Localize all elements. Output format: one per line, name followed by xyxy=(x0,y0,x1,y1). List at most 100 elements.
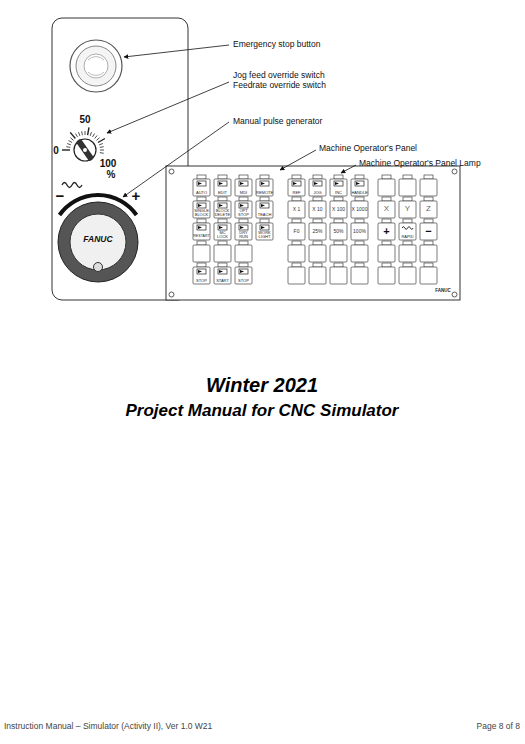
panel-key-frame xyxy=(235,219,252,240)
panel-key xyxy=(214,201,231,218)
panel-lamp xyxy=(260,197,269,201)
key-icon xyxy=(334,181,343,186)
panel-key-frame xyxy=(330,197,347,218)
panel-key: JOG xyxy=(309,179,326,196)
key-icon xyxy=(313,181,322,186)
panel-key xyxy=(193,267,210,284)
panel-lamp xyxy=(355,175,364,179)
panel-lamp xyxy=(424,197,433,201)
panel-key-frame xyxy=(288,241,305,262)
panel-key xyxy=(378,223,395,240)
key-icon xyxy=(239,269,248,274)
panel-key: X 1 xyxy=(288,201,305,218)
panel-key-frame xyxy=(193,175,210,196)
panel-key-frame xyxy=(378,263,395,284)
leader-lines xyxy=(341,165,356,173)
panel-lamp xyxy=(424,241,433,245)
dial-tick xyxy=(70,138,73,141)
panel-lamp xyxy=(292,175,301,179)
panel-key: F0 xyxy=(288,223,305,240)
key-icon xyxy=(261,182,265,185)
dial-tick xyxy=(81,131,83,135)
panel-lamp xyxy=(313,175,322,179)
panel-key xyxy=(420,267,437,284)
dial-tick xyxy=(90,132,91,136)
key-legend: EDIT xyxy=(214,191,231,195)
key-legend: X 1 xyxy=(288,207,305,212)
panel-marking: 100 xyxy=(100,158,117,170)
panel-key-frame xyxy=(399,175,416,196)
panel-key: START xyxy=(214,267,231,284)
panel-key-frame xyxy=(235,197,252,218)
operator-panel xyxy=(169,292,174,297)
emergency-stop xyxy=(76,46,116,86)
panel-key: X 100 xyxy=(330,201,347,218)
leader-lines xyxy=(107,82,229,133)
callout-label: Emergency stop button xyxy=(233,40,320,50)
key-icon xyxy=(334,181,343,186)
panel-key-frame xyxy=(214,175,231,196)
panel-key-frame xyxy=(235,263,252,284)
key-legend: REF xyxy=(288,191,305,195)
key-legend: + xyxy=(378,226,395,238)
callout-label: Machine Operator's Panel xyxy=(319,144,417,154)
panel-lamp xyxy=(424,263,433,267)
panel-key xyxy=(351,179,368,196)
panel-key xyxy=(193,201,210,218)
panel-key: Y xyxy=(399,201,416,218)
panel-marking: 50 xyxy=(79,114,90,126)
key-icon xyxy=(218,269,227,274)
key-icon xyxy=(219,270,223,273)
panel-key: REF xyxy=(288,179,305,196)
key-legend: X 100 xyxy=(330,207,347,212)
handwheel xyxy=(58,202,138,282)
panel-key xyxy=(378,267,395,284)
panel-key xyxy=(399,267,416,284)
panel-lamp xyxy=(239,175,248,179)
key-legend: REMOTE xyxy=(256,191,273,195)
panel-lamp xyxy=(334,219,343,223)
key-icon xyxy=(240,270,244,273)
dial-tick xyxy=(96,138,99,141)
operator-panel xyxy=(166,166,460,300)
panel-lamp xyxy=(355,219,364,223)
key-icon xyxy=(260,225,269,230)
panel-key: AUTO xyxy=(193,179,210,196)
panel-key xyxy=(378,201,395,218)
key-legend: RESTART xyxy=(193,235,210,239)
panel-lamp xyxy=(260,219,269,223)
panel-key xyxy=(256,201,273,218)
panel-key-frame xyxy=(351,263,368,284)
key-legend: BLOCK DELETE xyxy=(214,209,231,217)
operator-panel xyxy=(452,292,457,297)
key-icon xyxy=(260,203,269,208)
panel-key-frame xyxy=(378,219,395,240)
panel-key-frame xyxy=(351,219,368,240)
key-icon xyxy=(402,227,413,230)
panel-key-frame xyxy=(288,263,305,284)
footer-text: Page 8 of 8 xyxy=(477,722,520,732)
panel-key xyxy=(288,245,305,262)
key-legend: 50% xyxy=(330,229,347,234)
dial-tick xyxy=(99,144,103,145)
dial-tick xyxy=(100,150,104,151)
panel-key xyxy=(351,245,368,262)
key-legend: STOP xyxy=(235,279,252,283)
panel-key xyxy=(288,201,305,218)
panel-key: X 10 xyxy=(309,201,326,218)
panel-key-frame xyxy=(309,219,326,240)
panel-key xyxy=(193,245,210,262)
panel-key xyxy=(330,223,347,240)
panel-key: X 1000 xyxy=(351,201,368,218)
panel-key: STOP xyxy=(235,267,252,284)
panel-key xyxy=(309,201,326,218)
key-icon xyxy=(197,181,206,186)
panel-key-frame xyxy=(330,219,347,240)
key-legend: Z xyxy=(420,205,437,213)
panel-key: WORK LIGHT xyxy=(256,223,273,240)
panel-key: MDI xyxy=(235,179,252,196)
panel-key xyxy=(193,223,210,240)
panel-key-frame xyxy=(256,197,273,218)
key-icon xyxy=(239,269,248,274)
panel-key-frame xyxy=(309,197,326,218)
